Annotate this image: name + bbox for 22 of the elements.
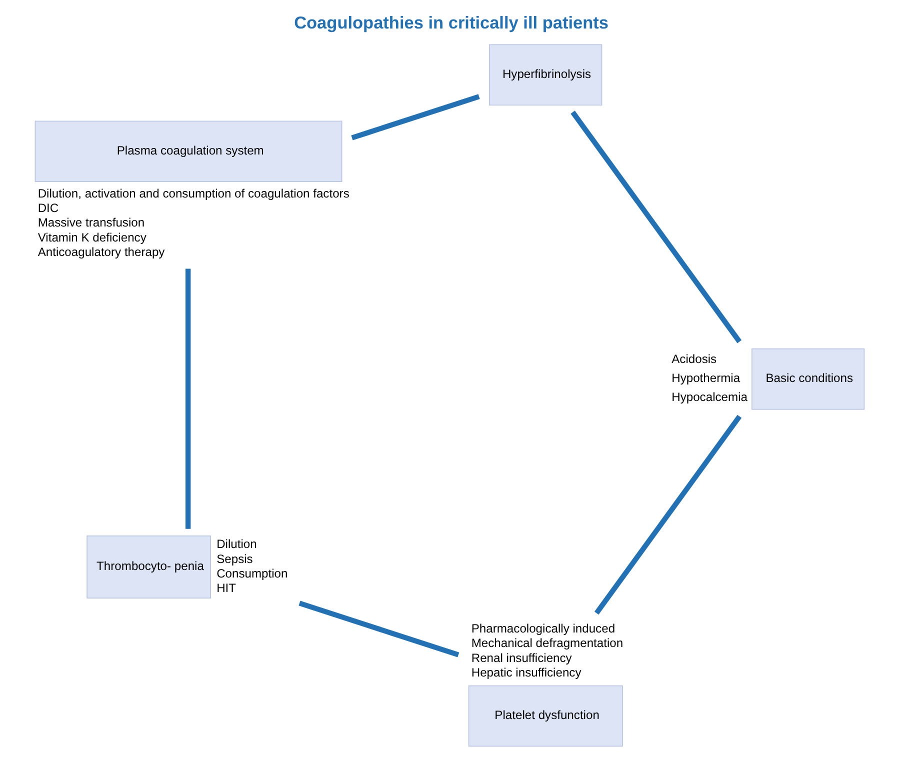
node-label: Sepsis [216,552,252,566]
connector [298,600,459,658]
connector [350,94,480,140]
node-label: Vitamin K deficiency [37,230,146,244]
node-label: Hypothermia [671,371,740,386]
node-label: Anticoagulatory therapy [37,245,164,260]
node-label: Renal insufficiency [470,650,572,665]
node-label: Acidosis [671,352,716,366]
node-label: HIT [216,581,236,596]
node-label: Massive transfusion [37,216,144,230]
node-label: Dilution, activation and consumption of coagulation factors [37,186,349,200]
connector [594,414,742,615]
node-label: Mechanical defragmentation [470,636,623,650]
node-label: DIC [37,200,58,215]
node-label: Hypocalcemia [671,390,747,404]
node-label: Dilution [216,537,256,552]
node-label: Pharmacologically induced [470,621,615,636]
node-label: Consumption [216,566,288,581]
connector [185,268,190,529]
diagram-title: Coagulopathies in critically ill patients [294,12,608,32]
connector [570,110,742,344]
node-label: Hepatic insufficiency [470,665,581,680]
